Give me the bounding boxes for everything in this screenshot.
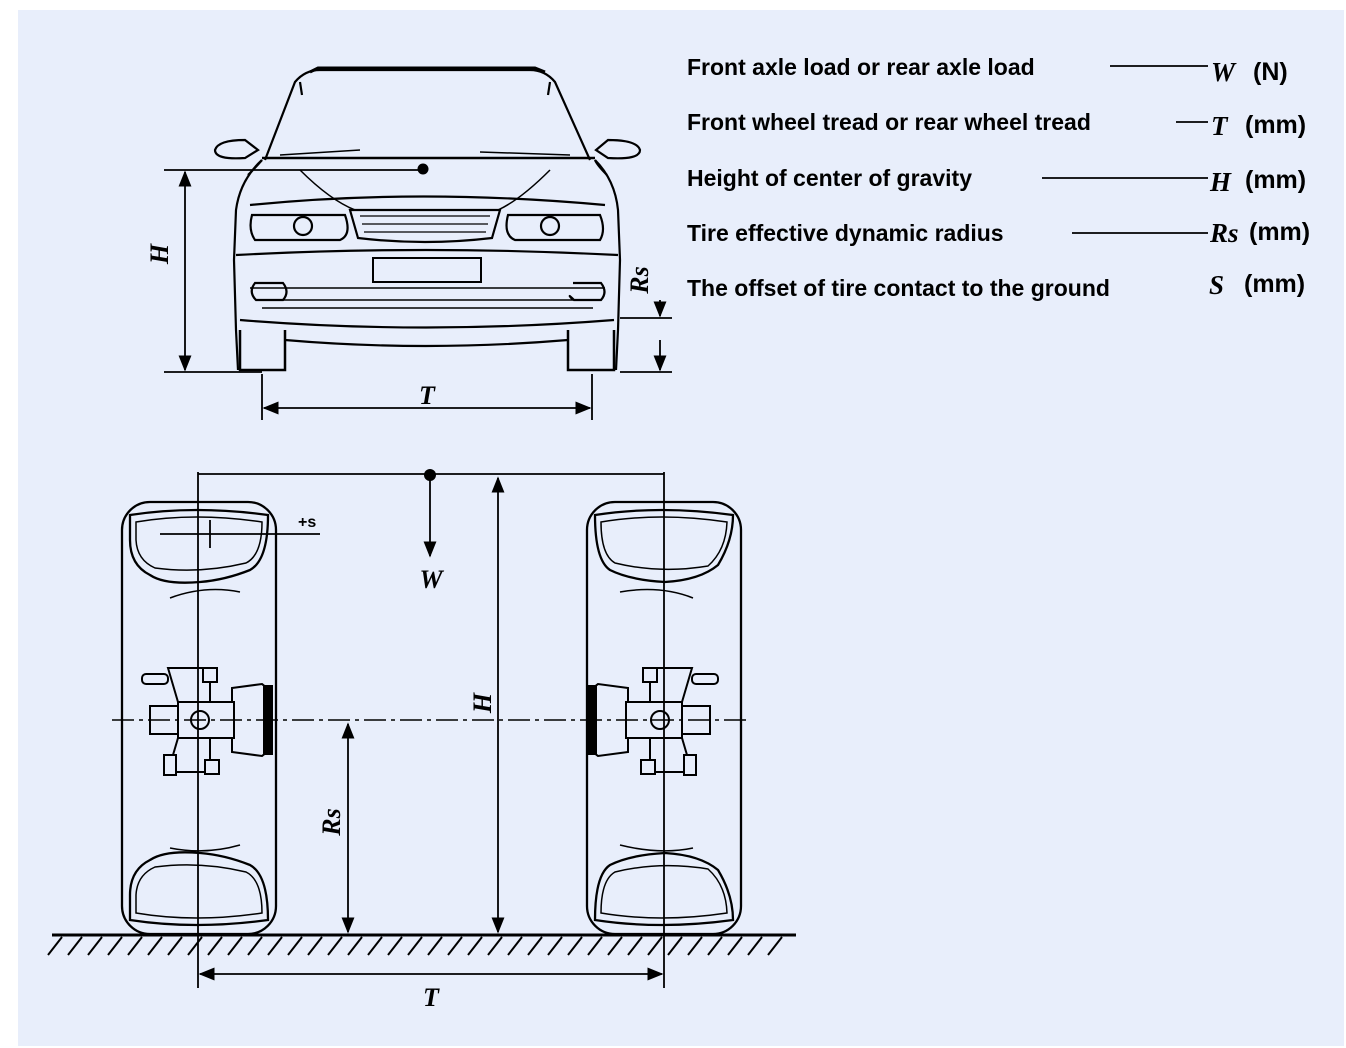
ground-hatch-stroke — [767, 936, 783, 956]
ground-hatch-stroke — [707, 936, 723, 956]
center-of-gravity-dot-section — [424, 469, 436, 481]
center-of-gravity-dot-front — [417, 163, 429, 175]
front-tread-label: T — [419, 381, 436, 410]
front-height-label: H — [145, 243, 174, 265]
ground-hatch-stroke — [427, 936, 443, 956]
legend-unit: (mm) — [1245, 166, 1306, 194]
offset-label: +s — [298, 514, 316, 531]
ground-hatch-stroke — [207, 936, 223, 956]
ground-hatch-stroke — [367, 936, 383, 956]
ground-hatch-stroke — [287, 936, 303, 956]
legend-row-wheel-tread: Front wheel tread or rear wheel tread T … — [687, 109, 1306, 141]
diagram-panel — [18, 10, 1344, 1046]
legend-symbol: W — [1211, 57, 1237, 87]
ground-hatch-stroke — [447, 936, 463, 956]
ground-hatch-stroke — [587, 936, 603, 956]
legend-symbol: H — [1209, 167, 1232, 197]
ground-hatch-stroke — [227, 936, 243, 956]
legend-row-center-of-gravity: Height of center of gravity H (mm) — [687, 165, 1306, 197]
ground-hatch-stroke — [187, 936, 203, 956]
load-label: W — [419, 565, 444, 594]
ground-hatch-stroke — [747, 936, 763, 956]
ground-hatch-stroke — [467, 936, 483, 956]
ground-hatch-stroke — [167, 936, 183, 956]
legend-symbol: T — [1211, 111, 1229, 141]
axle-section-dimensions — [112, 472, 750, 988]
left-tire — [120, 500, 278, 936]
ground-hatch-stroke — [267, 936, 283, 956]
section-radius-label: Rs — [317, 808, 346, 836]
ground-hatch-stroke — [727, 936, 743, 956]
legend-label: The offset of tire contact to the ground — [687, 275, 1110, 301]
legend-label: Front wheel tread or rear wheel tread — [687, 109, 1091, 135]
legend-row-dynamic-radius: Tire effective dynamic radius Rs (mm) — [687, 218, 1310, 248]
car-front-view — [213, 66, 642, 372]
ground-hatch-stroke — [407, 936, 423, 956]
front-radius-label: Rs — [625, 266, 654, 294]
ground-hatch-stroke — [567, 936, 583, 956]
front-view-dimensions — [164, 169, 672, 420]
ground-hatch-stroke — [67, 936, 83, 956]
ground-hatch-stroke — [347, 936, 363, 956]
ground-hatch-stroke — [127, 936, 143, 956]
legend-row-tire-offset: The offset of tire contact to the ground… — [687, 270, 1305, 301]
right-hub-assembly — [586, 667, 719, 776]
section-tread-label: T — [423, 983, 440, 1012]
section-height-label: H — [468, 692, 497, 714]
ground-hatch-stroke — [507, 936, 523, 956]
ground-hatch-stroke — [87, 936, 103, 956]
ground-hatch-stroke — [527, 936, 543, 956]
ground-hatch-stroke — [487, 936, 503, 956]
legend: Front axle load or rear axle load W (N) … — [687, 54, 1310, 301]
ground-hatch-stroke — [147, 936, 163, 956]
ground-hatch-stroke — [47, 936, 63, 956]
left-hub-assembly — [141, 667, 274, 776]
ground-hatch-stroke — [247, 936, 263, 956]
legend-symbol: S — [1209, 270, 1224, 300]
ground-hatch-stroke — [627, 936, 643, 956]
legend-row-axle-load: Front axle load or rear axle load W (N) — [687, 54, 1288, 87]
ground-hatch-stroke — [607, 936, 623, 956]
ground-hatch — [47, 933, 796, 956]
ground-hatch-stroke — [107, 936, 123, 956]
legend-label: Tire effective dynamic radius — [687, 220, 1004, 246]
legend-label: Front axle load or rear axle load — [687, 54, 1035, 80]
ground-hatch-stroke — [327, 936, 343, 956]
legend-unit: (mm) — [1244, 270, 1305, 298]
legend-unit: (mm) — [1245, 111, 1306, 139]
ground-hatch-stroke — [647, 936, 663, 956]
ground-hatch-stroke — [547, 936, 563, 956]
ground-hatch-stroke — [387, 936, 403, 956]
ground-hatch-stroke — [687, 936, 703, 956]
legend-label: Height of center of gravity — [687, 165, 972, 191]
ground-hatch-stroke — [667, 936, 683, 956]
legend-unit: (mm) — [1249, 218, 1310, 246]
legend-unit: (N) — [1253, 58, 1288, 86]
ground-hatch-stroke — [307, 936, 323, 956]
legend-symbol: Rs — [1209, 218, 1239, 248]
